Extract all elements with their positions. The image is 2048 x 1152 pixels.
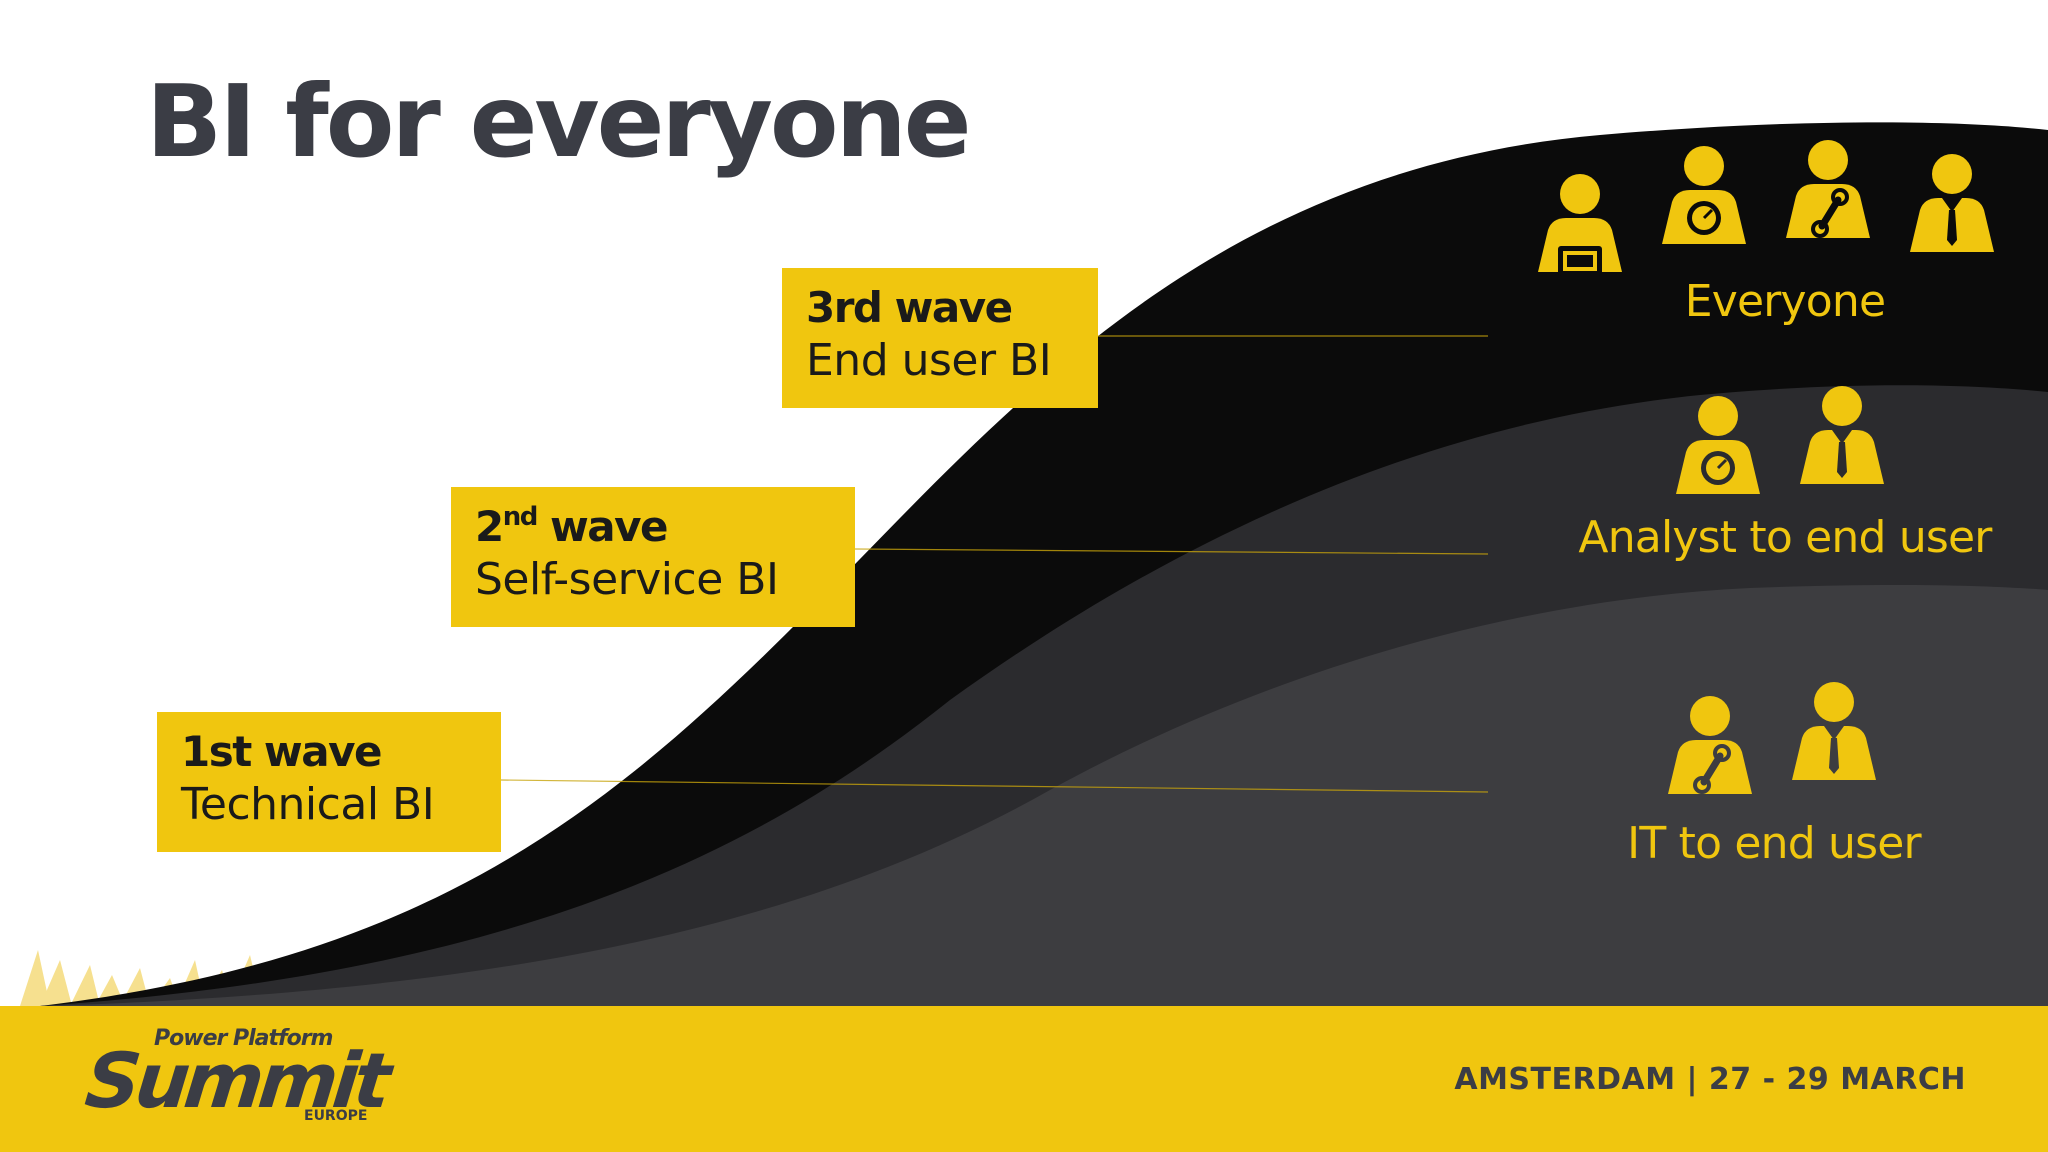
first-wave-band	[40, 584, 2048, 1006]
technician-person-icon	[1668, 696, 1752, 794]
summit-logo: Power Platform Summit EUROPE	[81, 1020, 406, 1132]
wave-label: 3rd wave	[806, 283, 1013, 332]
wave-label: 2nd wave	[475, 502, 669, 551]
logo-top-text: Power Platform	[154, 1026, 333, 1051]
wave-type: Technical BI	[181, 779, 435, 830]
businessman-person-icon	[1910, 154, 1994, 252]
businessman-person-icon	[1800, 386, 1884, 484]
it-people-group	[1660, 680, 1896, 804]
logo-sub-text: EUROPE	[304, 1108, 368, 1124]
wave-box-1st: 1st wave Technical BI	[157, 712, 501, 852]
analyst-people-group	[1668, 384, 1904, 504]
connector-line-2nd	[854, 548, 1489, 555]
connector-line-1st	[500, 779, 1489, 793]
group-label-it: IT to end user	[1627, 818, 1921, 869]
analyst-person-icon	[1662, 146, 1746, 244]
wave-box-3rd: 3rd wave End user BI	[782, 268, 1098, 408]
businessman-person-icon	[1792, 682, 1876, 780]
group-label-analyst: Analyst to end user	[1578, 512, 1992, 563]
wave-box-2nd: 2nd wave Self-service BI	[451, 487, 855, 627]
analyst-person-icon	[1676, 396, 1760, 494]
technician-person-icon	[1786, 140, 1870, 238]
slide-title: BI for everyone	[146, 63, 972, 180]
everyone-people-group	[1530, 138, 2020, 286]
event-info: AMSTERDAM | 27 - 29 MARCH	[1454, 1062, 1966, 1097]
wave-label: 1st wave	[181, 727, 382, 776]
tablet-person-icon	[1538, 174, 1622, 276]
footer-bar: Power Platform Summit EUROPE AMSTERDAM |…	[0, 1006, 2048, 1152]
wave-type: End user BI	[806, 335, 1052, 386]
wave-type: Self-service BI	[475, 554, 779, 605]
group-label-everyone: Everyone	[1684, 276, 1886, 327]
